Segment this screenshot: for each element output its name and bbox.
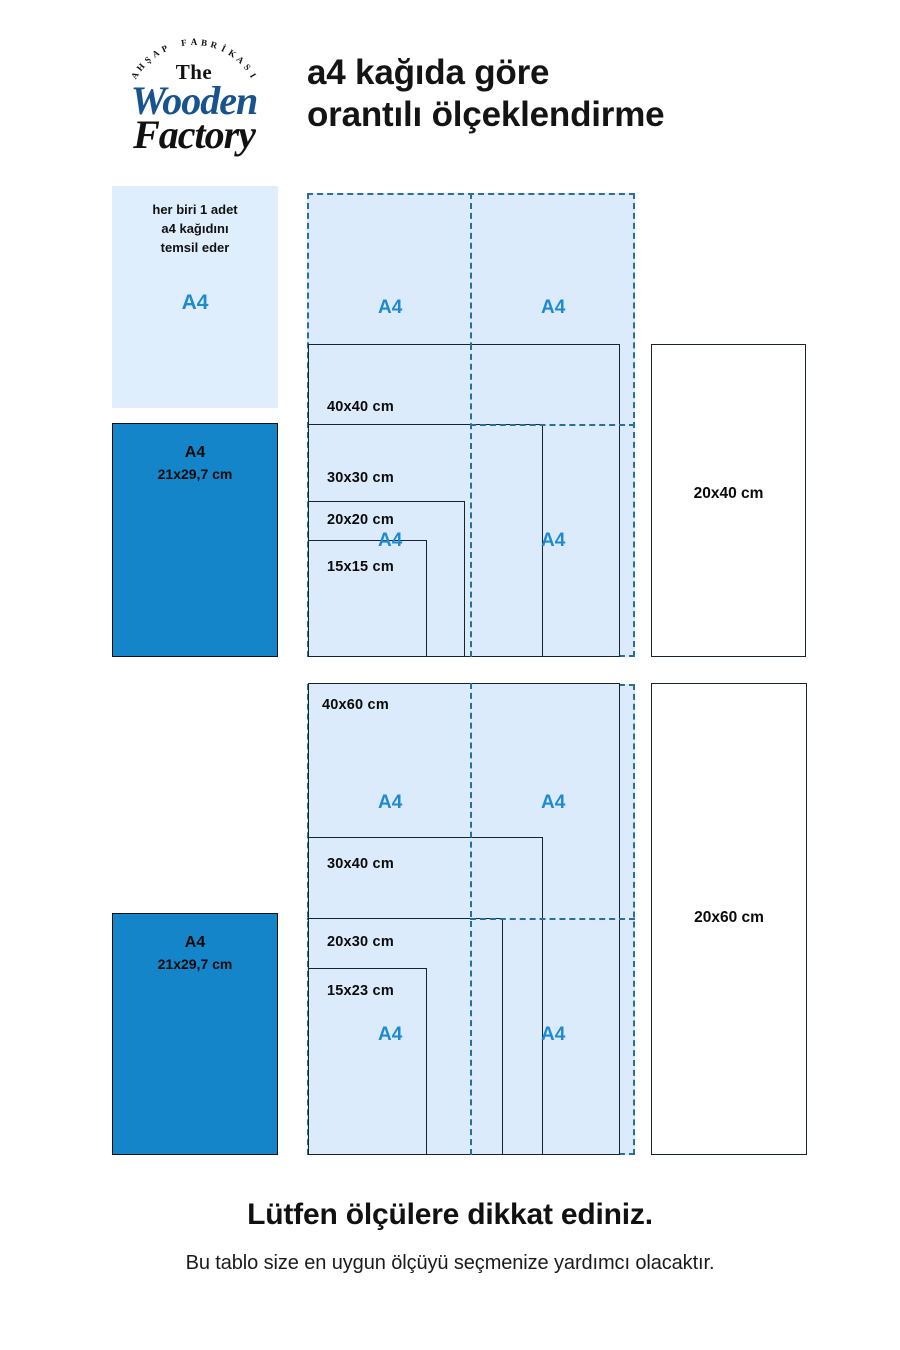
legend-a4-swatch: her biri 1 adet a4 kağıdını temsil eder …	[112, 186, 278, 408]
page-title-line-2: orantılı ölçeklendirme	[307, 95, 665, 134]
legend-caption-line-3: temsil eder	[160, 239, 230, 255]
logo-arc-char: F	[180, 37, 188, 49]
top-a4-tag-1: A4	[378, 297, 403, 318]
frame-20x60: 20x60 cm	[651, 683, 807, 1155]
top-a4-tag-3-overlay: A4	[378, 530, 403, 551]
frame-20x40: 20x40 cm	[651, 344, 806, 657]
reference-a4-top-label: A4	[184, 444, 206, 461]
top-grid-divider-overlay-vertical	[470, 344, 472, 657]
bottom-a4-tag-2-overlay: A4	[541, 792, 566, 813]
reference-a4-bottom-dimensions: 21x29,7 cm	[157, 956, 233, 972]
frame-20x40-label: 20x40 cm	[693, 485, 764, 502]
logo-factory: Factory	[133, 112, 256, 157]
logo-arc-char: R	[209, 39, 219, 51]
logo-arc-char: B	[200, 37, 208, 49]
footer-headline: Lütfen ölçülere dikkat ediniz.	[247, 1198, 653, 1231]
frame-15x15-label: 15x15 cm	[327, 559, 394, 575]
bottom-a4-tag-4: A4	[541, 1024, 566, 1045]
reference-a4-bottom: A4 21x29,7 cm	[112, 913, 278, 1155]
frame-40x60-label: 40x60 cm	[322, 697, 389, 713]
legend-caption: her biri 1 adet a4 kağıdını temsil eder	[113, 201, 277, 258]
legend-a4-label: A4	[181, 291, 209, 314]
frame-15x23: 15x23 cm	[308, 968, 427, 1155]
top-a4-tag-4-overlay: A4	[541, 530, 566, 551]
reference-a4-top-dimensions: 21x29,7 cm	[157, 466, 233, 482]
legend-caption-line-2: a4 kağıdını	[161, 220, 229, 236]
frame-20x60-label: 20x60 cm	[694, 909, 764, 926]
top-a4-tag-2: A4	[541, 297, 566, 318]
legend-caption-line-1: her biri 1 adet	[152, 202, 238, 217]
frame-20x30-label: 20x30 cm	[327, 934, 394, 950]
logo-the: The	[175, 60, 213, 84]
bottom-grid-divider-overlay-horizontal	[470, 918, 635, 920]
logo-arc-char: İ	[219, 43, 228, 54]
frame-15x23-label: 15x23 cm	[327, 983, 394, 999]
bottom-a4-tag-1-overlay: A4	[378, 792, 403, 813]
reference-a4-top: A4 21x29,7 cm	[112, 423, 278, 657]
frame-20x20-label: 20x20 cm	[327, 512, 394, 528]
logo-arc-char: A	[190, 37, 198, 47]
page-title-line-1: a4 kağıda göre	[307, 53, 550, 92]
logo-arc-char: P	[159, 42, 170, 55]
top-grid-divider-overlay-horizontal	[470, 424, 635, 426]
logo-arc-char: A	[150, 47, 162, 60]
logo-wooden: Wooden	[130, 78, 259, 123]
frame-15x15: 15x15 cm	[308, 540, 427, 657]
footer-subline: Bu tablo size en uygun ölçüyü seçmenize …	[185, 1252, 715, 1274]
frame-30x30-label: 30x30 cm	[327, 470, 394, 486]
page-title: a4 kağıda göre orantılı ölçeklendirme	[307, 52, 827, 136]
frame-30x40-label: 30x40 cm	[327, 856, 394, 872]
bottom-a4-tag-3: A4	[378, 1024, 403, 1045]
reference-a4-bottom-label: A4	[184, 934, 206, 951]
frame-40x40-label: 40x40 cm	[327, 399, 394, 415]
